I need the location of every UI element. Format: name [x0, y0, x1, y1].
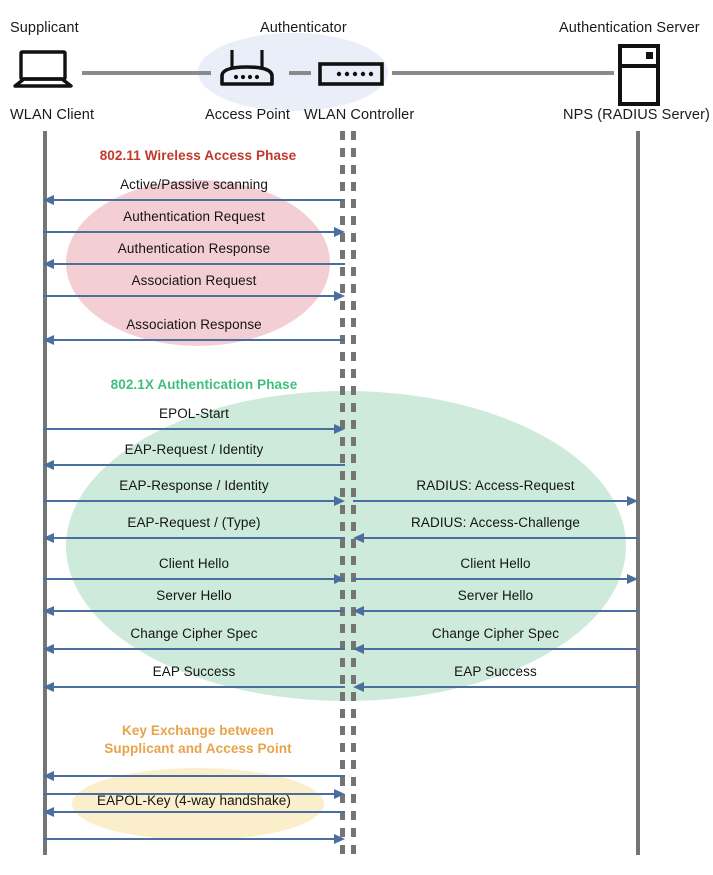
- message-label: RADIUS: Access-Request: [416, 478, 575, 493]
- arrowhead-left-icon: [43, 335, 54, 345]
- message-line: [43, 793, 336, 795]
- message-line: [43, 500, 336, 502]
- message-line: [43, 578, 336, 580]
- message-label: Server Hello: [156, 588, 232, 603]
- message-line: [361, 686, 638, 688]
- arrowhead-right-icon: [334, 789, 345, 799]
- message-label: EAP-Response / Identity: [119, 478, 269, 493]
- lifeline-wlan-controller: [351, 131, 356, 855]
- phase-blob-dot1x: [66, 391, 626, 701]
- arrowhead-left-icon: [353, 644, 364, 654]
- message-line: [43, 231, 336, 233]
- link-ap-to-controller: [289, 71, 311, 75]
- message-label: Association Response: [126, 317, 262, 332]
- message-label: EPOL-Start: [158, 406, 230, 421]
- message-line: [43, 295, 336, 297]
- phase-caption-dot1x: 802.1X Authentication Phase: [110, 377, 298, 392]
- message-line: [43, 838, 336, 840]
- actor-device-access-point: Access Point: [205, 107, 291, 123]
- actor-device-wlan-controller: WLAN Controller: [304, 107, 415, 123]
- actor-role-supplicant: Supplicant: [10, 20, 79, 36]
- message-label: Change Cipher Spec: [431, 626, 560, 641]
- actor-role-authentication-server: Authentication Server: [559, 20, 700, 36]
- phase-caption-wireless-access: 802.11 Wireless Access Phase: [99, 148, 297, 163]
- message-label: Active/Passive scanning: [120, 177, 268, 192]
- arrowhead-left-icon: [43, 460, 54, 470]
- message-label: Authentication Response: [117, 241, 271, 256]
- message-line: [353, 578, 629, 580]
- actor-device-nps-radius-server: NPS (RADIUS Server): [563, 107, 710, 123]
- arrowhead-left-icon: [43, 644, 54, 654]
- arrowhead-left-icon: [43, 259, 54, 269]
- message-label: Server Hello: [457, 588, 534, 603]
- arrowhead-right-icon: [334, 291, 345, 301]
- arrowhead-left-icon: [43, 195, 54, 205]
- wlan-controller-icon: [318, 62, 384, 86]
- link-controller-to-server: [392, 71, 614, 75]
- message-label: Authentication Request: [123, 209, 265, 224]
- arrowhead-right-icon: [334, 574, 345, 584]
- arrowhead-right-icon: [334, 227, 345, 237]
- message-label: EAP-Request / Identity: [124, 442, 264, 457]
- message-line: [51, 339, 345, 341]
- message-line: [51, 811, 345, 813]
- arrowhead-left-icon: [43, 807, 54, 817]
- server-icon: [618, 44, 660, 106]
- message-line: [51, 263, 345, 265]
- phase-caption-key-exchange-line1: Key Exchange between: [121, 723, 275, 738]
- message-line: [51, 775, 345, 777]
- access-point-icon: [216, 48, 278, 90]
- message-label: Client Hello: [460, 556, 531, 571]
- arrowhead-left-icon: [353, 682, 364, 692]
- message-label: EAPOL-Key (4-way handshake): [96, 793, 292, 808]
- arrowhead-right-icon: [334, 496, 345, 506]
- lifeline-access-point: [340, 131, 345, 855]
- phase-blob-key-exchange: [72, 768, 324, 840]
- actor-device-wlan-client: WLAN Client: [10, 107, 95, 123]
- message-label: Change Cipher Spec: [130, 626, 258, 641]
- lifeline-supplicant: [43, 131, 47, 855]
- message-line: [361, 610, 638, 612]
- message-label: EAP Success: [454, 664, 537, 679]
- arrowhead-right-icon: [334, 424, 345, 434]
- laptop-icon: [12, 50, 74, 90]
- arrowhead-right-icon: [627, 574, 638, 584]
- arrowhead-left-icon: [43, 682, 54, 692]
- link-client-to-ap: [82, 71, 211, 75]
- arrowhead-left-icon: [353, 533, 364, 543]
- message-line: [361, 537, 638, 539]
- arrowhead-left-icon: [43, 533, 54, 543]
- arrowhead-left-icon: [353, 606, 364, 616]
- phase-caption-key-exchange-line2: Supplicant and Access Point: [104, 741, 292, 756]
- message-label: EAP-Request / (Type): [127, 515, 261, 530]
- message-line: [43, 428, 336, 430]
- message-line: [353, 500, 629, 502]
- message-line: [51, 199, 345, 201]
- message-line: [51, 648, 345, 650]
- arrowhead-left-icon: [43, 771, 54, 781]
- message-line: [51, 686, 345, 688]
- message-label: Client Hello: [158, 556, 230, 571]
- message-line: [51, 610, 345, 612]
- lifeline-auth-server: [636, 131, 640, 855]
- message-label: EAP Success: [152, 664, 236, 679]
- arrowhead-right-icon: [627, 496, 638, 506]
- message-label: RADIUS: Access-Challenge: [411, 515, 580, 530]
- message-line: [51, 537, 345, 539]
- message-line: [51, 464, 345, 466]
- message-line: [361, 648, 638, 650]
- arrowhead-left-icon: [43, 606, 54, 616]
- actor-role-authenticator: Authenticator: [260, 20, 347, 36]
- arrowhead-right-icon: [334, 834, 345, 844]
- message-label: Association Request: [131, 273, 257, 288]
